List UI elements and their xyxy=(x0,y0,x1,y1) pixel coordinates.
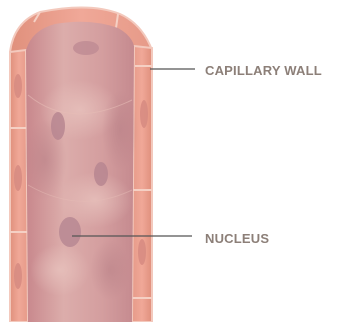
wall-nucleus-4 xyxy=(140,100,148,128)
wall-nucleus-5 xyxy=(138,239,146,265)
wall-nucleus-3 xyxy=(14,263,22,289)
nucleus-label: NUCLEUS xyxy=(205,231,269,246)
capillary-lumen xyxy=(23,22,138,322)
nucleus-1 xyxy=(73,41,99,55)
nucleus-2 xyxy=(51,112,65,140)
capillary-wall-label: CAPILLARY WALL xyxy=(205,63,322,78)
wall-nucleus-2 xyxy=(14,165,22,191)
nucleus-3 xyxy=(94,162,108,186)
wall-nucleus-1 xyxy=(14,74,22,98)
nucleus-4 xyxy=(59,217,81,247)
